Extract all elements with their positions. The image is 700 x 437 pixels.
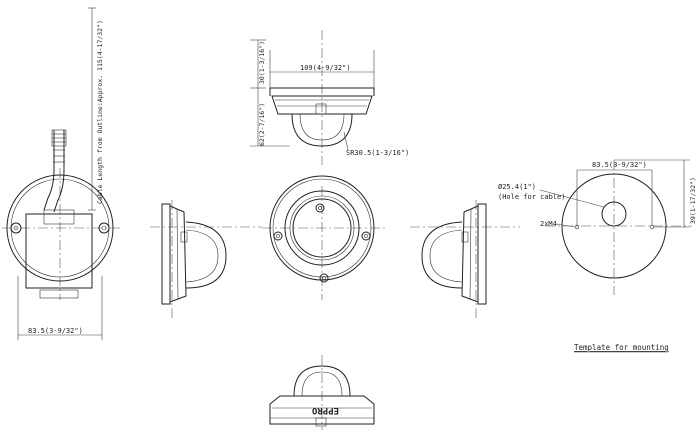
template-width-label: 83.5(3-9/32")	[592, 161, 647, 169]
bottom-width-label: 83.5(3-9/32")	[28, 327, 83, 335]
top-height-upper-label: 30(1-3/16")	[258, 41, 266, 84]
hole-note-label: (Hole for cable)	[498, 193, 565, 201]
screw-label: 2xM4	[540, 220, 557, 228]
rear-view: Cable Length from Outline:Approx. 115(4-…	[2, 7, 122, 340]
dome-radius-label: SR30.5(1-3/16")	[346, 149, 409, 157]
mounting-template: 83.5(3-9/32") 39(1-17/32") Ø25.4(1") (Ho…	[498, 159, 697, 353]
hole-diameter-label: Ø25.4(1")	[498, 183, 536, 191]
template-caption: Template for mounting	[574, 343, 669, 352]
brand-label: EPPRO	[311, 405, 339, 415]
bottom-side-view: EPPRO	[269, 355, 375, 430]
top-side-view: 109(4-9/32") 30(1-3/16") 62(2-7/16") SR3…	[250, 30, 409, 165]
left-side-view	[150, 200, 262, 320]
front-view	[262, 175, 385, 300]
cable-length-label: Cable Length from Outline:Approx. 115(4-…	[96, 20, 104, 204]
top-height-total-label: 62(2-7/16")	[258, 103, 266, 146]
top-width-label: 109(4-9/32")	[300, 64, 351, 72]
template-height-label: 39(1-17/32")	[689, 177, 697, 224]
right-side-view	[410, 200, 520, 320]
